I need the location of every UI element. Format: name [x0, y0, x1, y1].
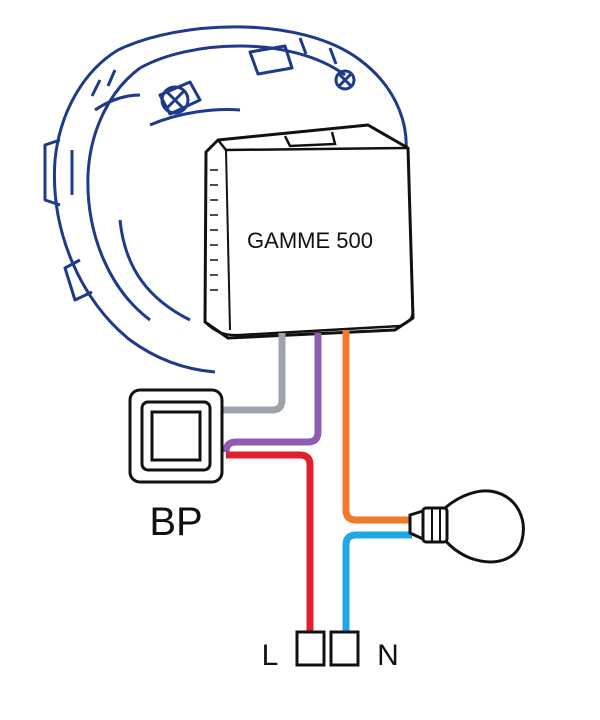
- terminal-live: [295, 630, 326, 667]
- wire-orange: [342, 330, 412, 524]
- push-button-icon: [128, 388, 224, 484]
- wires: [220, 330, 412, 632]
- wire-blue: [342, 531, 412, 632]
- switch-label: BP: [149, 500, 202, 544]
- wire-red: [226, 451, 314, 632]
- terminal-neutral: [329, 630, 360, 667]
- wall-junction-box-icon: [43, 25, 408, 374]
- gamme-500-module: GAMME 500: [203, 123, 415, 340]
- light-bulb-icon: [408, 489, 525, 564]
- module-label: GAMME 500: [247, 228, 373, 253]
- terminal-neutral-label: N: [377, 639, 399, 672]
- wire-purple: [222, 333, 322, 453]
- terminal-live-label: L: [262, 639, 279, 672]
- terminal-block-icon: [295, 630, 360, 667]
- wire-grey: [220, 333, 286, 414]
